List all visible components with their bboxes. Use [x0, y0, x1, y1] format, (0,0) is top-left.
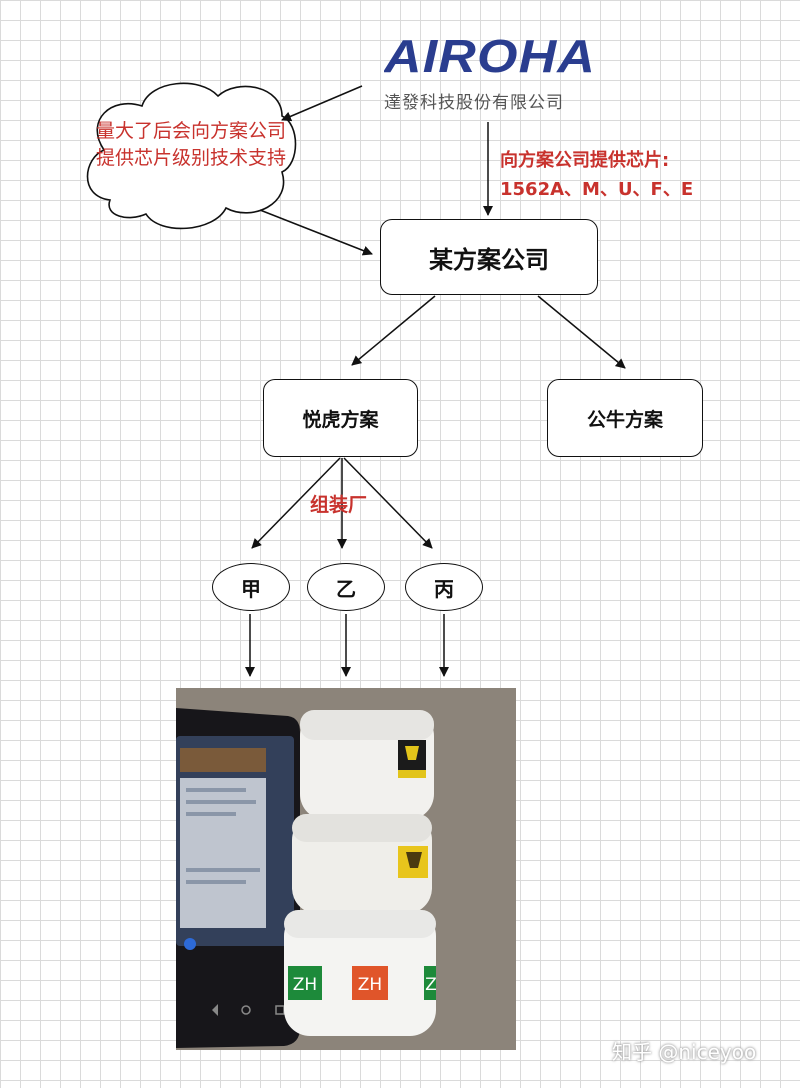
airoha-logo: AIROHA	[383, 30, 600, 82]
phone-image	[176, 708, 300, 1048]
earbuds-photo-illustration: ZH ZH Z	[176, 688, 516, 1050]
factory-node-bing: 丙	[405, 563, 483, 611]
case-bottom: ZH ZH Z	[284, 910, 437, 1036]
chip-supply-line2: 1562A、M、U、F、E	[500, 179, 694, 200]
case-middle	[292, 814, 432, 914]
cloud-shape	[86, 82, 297, 230]
factory-node-yi: 乙	[307, 563, 385, 611]
case-label-1: ZH	[293, 975, 317, 995]
node-yuehu-solution: 悦虎方案	[263, 379, 418, 457]
assembly-factory-label: 组装厂	[310, 494, 368, 516]
cloud-note: 量大了后会向方案公司提供芯片级别技术支持	[95, 120, 286, 169]
node-solution-company: 某方案公司	[380, 219, 598, 295]
case-label-3: Z	[425, 975, 437, 995]
case-top	[300, 710, 434, 820]
airoha-wordmark: AIROHA	[384, 34, 596, 78]
airoha-subtitle: 達發科技股份有限公司	[384, 93, 564, 113]
zhihu-watermark: 知乎 @niceyoo	[612, 1040, 757, 1064]
node-gongniu-solution: 公牛方案	[547, 379, 703, 457]
earbuds-photo: ZH ZH Z	[176, 688, 516, 1050]
chip-supply-line1: 向方案公司提供芯片:	[500, 150, 670, 171]
chip-supply-note: 向方案公司提供芯片: 1562A、M、U、F、E	[500, 146, 693, 204]
case-label-2: ZH	[358, 975, 382, 995]
airoha-wordmark-icon: AIROHA	[383, 30, 596, 82]
factory-node-jia: 甲	[212, 563, 290, 611]
